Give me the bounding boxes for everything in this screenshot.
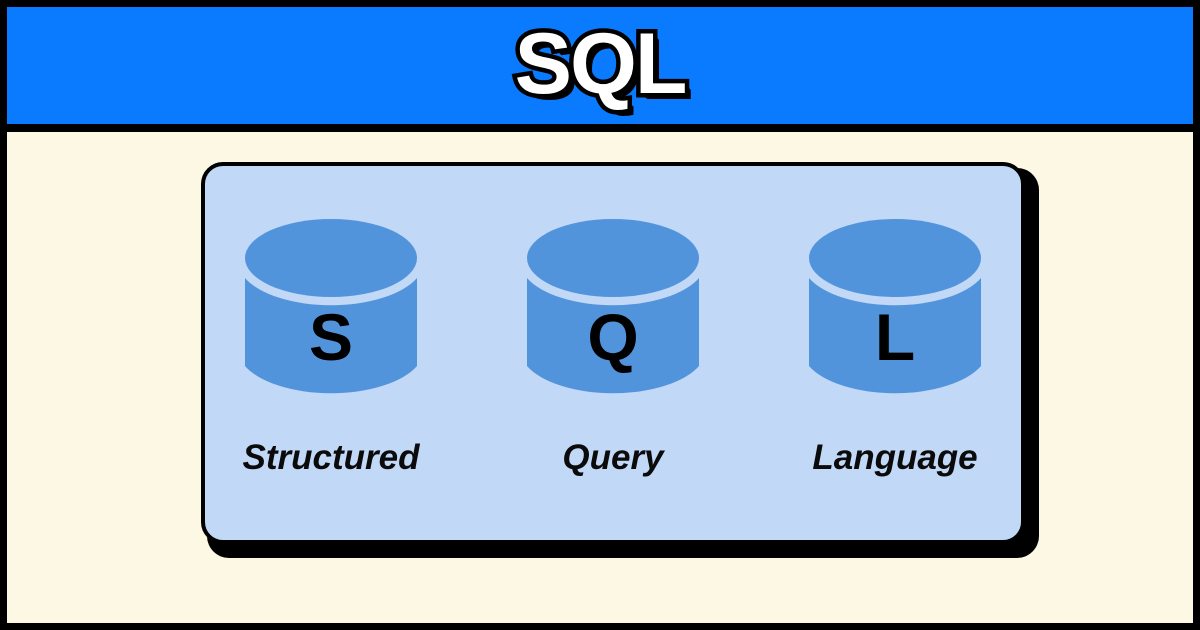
body-area: S Structured Q Query xyxy=(7,132,1193,623)
header-banner: SQL xyxy=(7,7,1193,132)
list-item-label: Query xyxy=(562,438,664,477)
list-item: S Structured xyxy=(238,216,424,475)
cylinder-shape xyxy=(809,219,981,394)
cylinder-letter: S xyxy=(308,300,354,374)
list-item-label: Language xyxy=(812,438,978,477)
list-item-label: Structured xyxy=(242,438,420,477)
cylinder-shape xyxy=(245,219,417,394)
database-cylinder-icon: S xyxy=(238,216,424,412)
page-title: SQL xyxy=(510,15,692,112)
cylinder-shape xyxy=(527,219,699,394)
list-item: L Language xyxy=(802,216,988,475)
database-cylinder-icon: Q xyxy=(520,216,706,412)
cylinder-letter: Q xyxy=(587,300,639,374)
database-cylinder-icon: L xyxy=(802,216,988,412)
content-panel: S Structured Q Query xyxy=(201,162,1025,544)
acronym-items-row: S Structured Q Query xyxy=(205,166,1021,540)
list-item: Q Query xyxy=(520,216,706,475)
cylinder-letter: L xyxy=(874,300,916,374)
